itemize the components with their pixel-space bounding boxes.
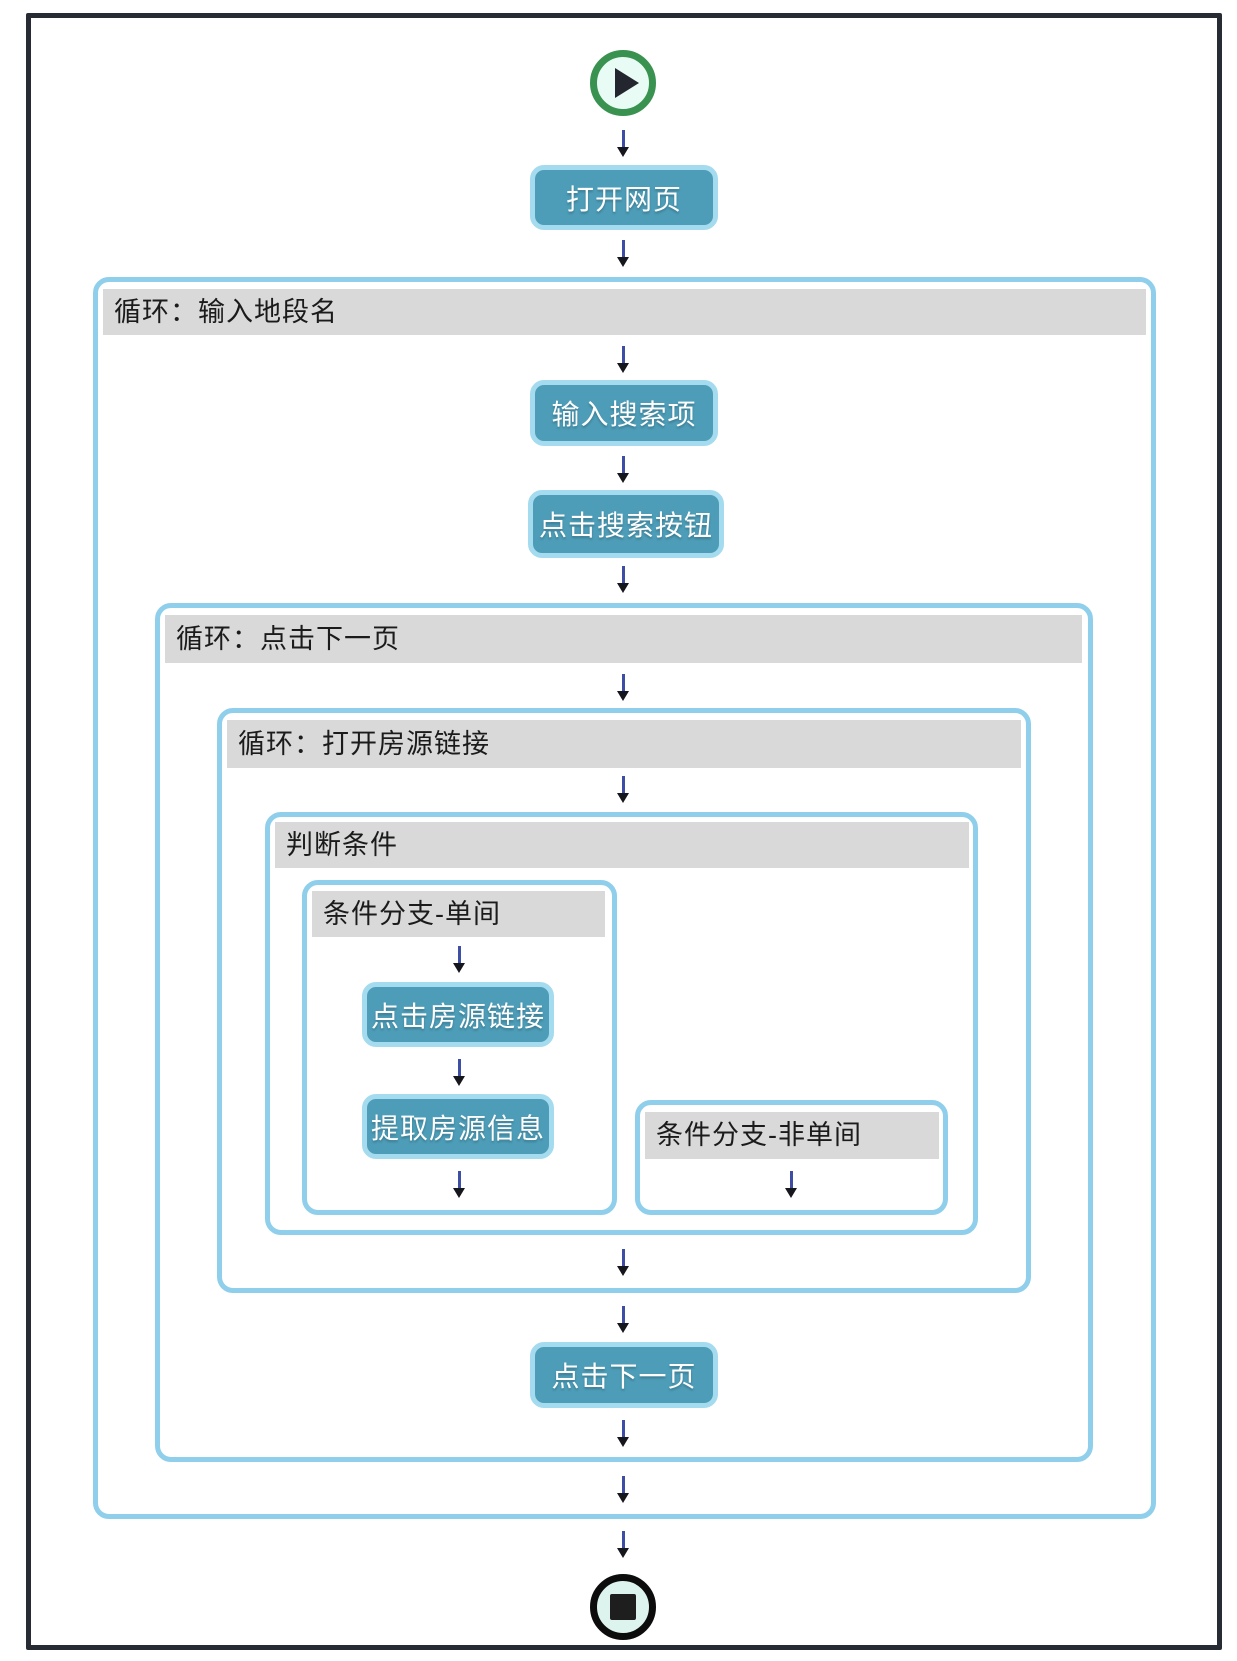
arrow-down-icon: [614, 1249, 632, 1276]
step-click-next-page[interactable]: 点击下一页: [530, 1342, 718, 1408]
arrow-down-icon: [614, 1531, 632, 1558]
arrow-down-icon: [614, 776, 632, 803]
step-extract-listing-info[interactable]: 提取房源信息: [362, 1094, 554, 1159]
arrow-down-icon: [782, 1171, 800, 1198]
arrow-down-icon: [450, 1171, 468, 1198]
arrow-down-icon: [450, 1059, 468, 1086]
arrow-down-icon: [614, 674, 632, 701]
condition-block: [265, 812, 978, 1235]
end-node: [590, 1574, 656, 1640]
loop-click-next-page-header[interactable]: 循环：点击下一页: [165, 615, 1082, 663]
branch-not-single-room-header[interactable]: 条件分支-非单间: [645, 1112, 939, 1159]
loop-open-listing-links: [217, 708, 1031, 1293]
branch-not-single-room: [635, 1100, 948, 1215]
arrow-down-icon: [450, 946, 468, 973]
loop-click-next-page: [155, 603, 1093, 1462]
loop-open-listing-links-header[interactable]: 循环：打开房源链接: [227, 720, 1021, 768]
step-click-search-button[interactable]: 点击搜索按钮: [528, 490, 724, 558]
arrow-down-icon: [614, 566, 632, 593]
stop-icon: [610, 1594, 636, 1620]
loop-input-district-header[interactable]: 循环：输入地段名: [103, 289, 1146, 335]
step-enter-search-term[interactable]: 输入搜索项: [530, 380, 718, 446]
branch-single-room: [302, 880, 617, 1215]
outer-frame: [26, 13, 1222, 1650]
condition-block-header[interactable]: 判断条件: [275, 822, 969, 868]
branch-single-room-header[interactable]: 条件分支-单间: [312, 891, 605, 937]
loop-input-district: [93, 277, 1156, 1519]
step-open-webpage[interactable]: 打开网页: [530, 165, 718, 230]
arrow-down-icon: [614, 1306, 632, 1333]
arrow-down-icon: [614, 130, 632, 157]
arrow-down-icon: [614, 456, 632, 483]
play-icon: [614, 68, 639, 98]
start-node: [590, 50, 656, 116]
arrow-down-icon: [614, 240, 632, 267]
arrow-down-icon: [614, 1420, 632, 1447]
arrow-down-icon: [614, 346, 632, 373]
arrow-down-icon: [614, 1476, 632, 1503]
step-click-listing-link[interactable]: 点击房源链接: [362, 982, 554, 1047]
